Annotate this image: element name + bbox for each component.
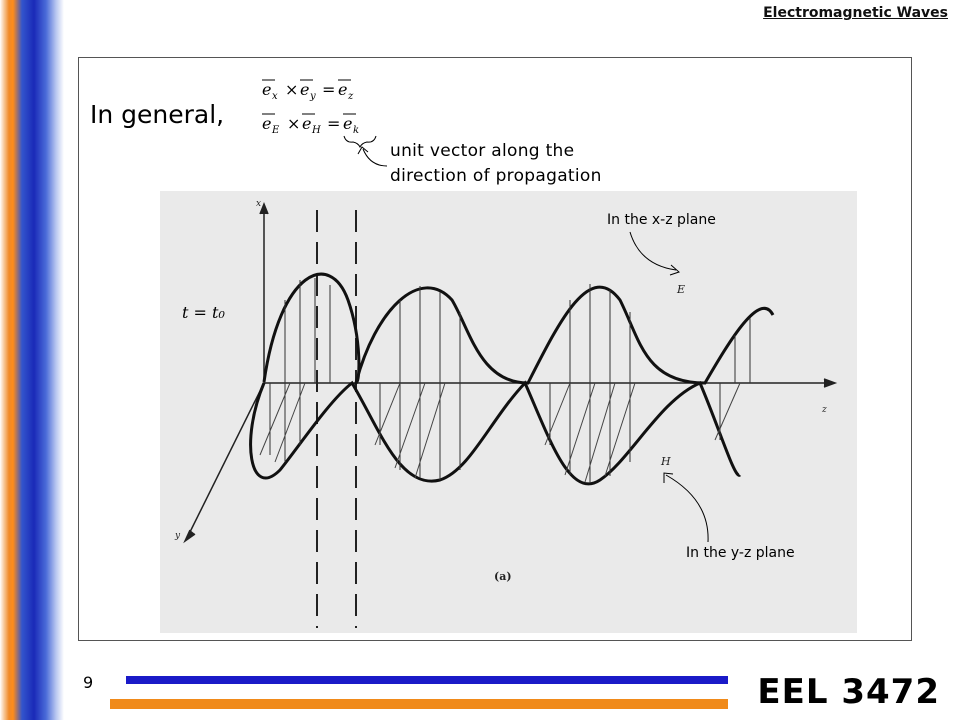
axis-label-x: x bbox=[256, 199, 261, 209]
svg-text:e: e bbox=[338, 80, 347, 99]
svg-text:e: e bbox=[300, 80, 309, 99]
h-field-wave bbox=[249, 380, 742, 486]
svg-text:E: E bbox=[271, 125, 280, 136]
xz-pointer bbox=[629, 231, 677, 271]
figure-caption: (a) bbox=[494, 570, 512, 583]
svg-text:e: e bbox=[262, 114, 271, 133]
axis-label-z: z bbox=[821, 405, 827, 415]
wave-label-h: H bbox=[660, 455, 671, 468]
yz-pointer bbox=[665, 474, 709, 543]
svg-text:y: y bbox=[309, 91, 316, 102]
unit-vector-line-2: direction of propagation bbox=[390, 166, 602, 186]
axes bbox=[183, 201, 838, 544]
unit-vector-line-1: unit vector along the bbox=[390, 141, 575, 161]
content-frame bbox=[78, 57, 912, 641]
svg-text:×: × bbox=[285, 80, 298, 99]
intro-text: In general, bbox=[90, 100, 225, 129]
slide-number: 9 bbox=[83, 673, 94, 692]
header-title: Electromagnetic Waves bbox=[763, 5, 948, 21]
svg-text:x: x bbox=[272, 91, 278, 102]
unit-vector-note: unit vector along the direction of propa… bbox=[390, 139, 602, 189]
svg-text:×: × bbox=[287, 114, 300, 133]
unit-vector-pointer bbox=[362, 148, 388, 167]
axis-label-y: y bbox=[174, 531, 181, 541]
svg-text:e: e bbox=[343, 114, 352, 133]
svg-text:e: e bbox=[262, 80, 271, 99]
svg-text:=: = bbox=[322, 80, 335, 99]
time-label: t = t₀ bbox=[182, 303, 225, 322]
svg-text:k: k bbox=[353, 125, 359, 136]
wave-label-e: E bbox=[676, 283, 685, 296]
yz-plane-label: In the y-z plane bbox=[686, 545, 795, 561]
footer-blue-bar bbox=[126, 676, 728, 684]
svg-text:=: = bbox=[327, 114, 340, 133]
left-decorative-stripe bbox=[0, 0, 64, 720]
xz-plane-label: In the x-z plane bbox=[607, 212, 716, 228]
footer-orange-bar bbox=[110, 699, 728, 709]
figure-background bbox=[160, 191, 857, 633]
svg-text:z: z bbox=[347, 91, 354, 102]
diagonal-hatching bbox=[259, 382, 741, 483]
svg-text:H: H bbox=[311, 125, 321, 136]
svg-text:e: e bbox=[302, 114, 311, 133]
e-field-wave bbox=[262, 272, 775, 385]
course-code: EEL 3472 bbox=[757, 672, 940, 712]
